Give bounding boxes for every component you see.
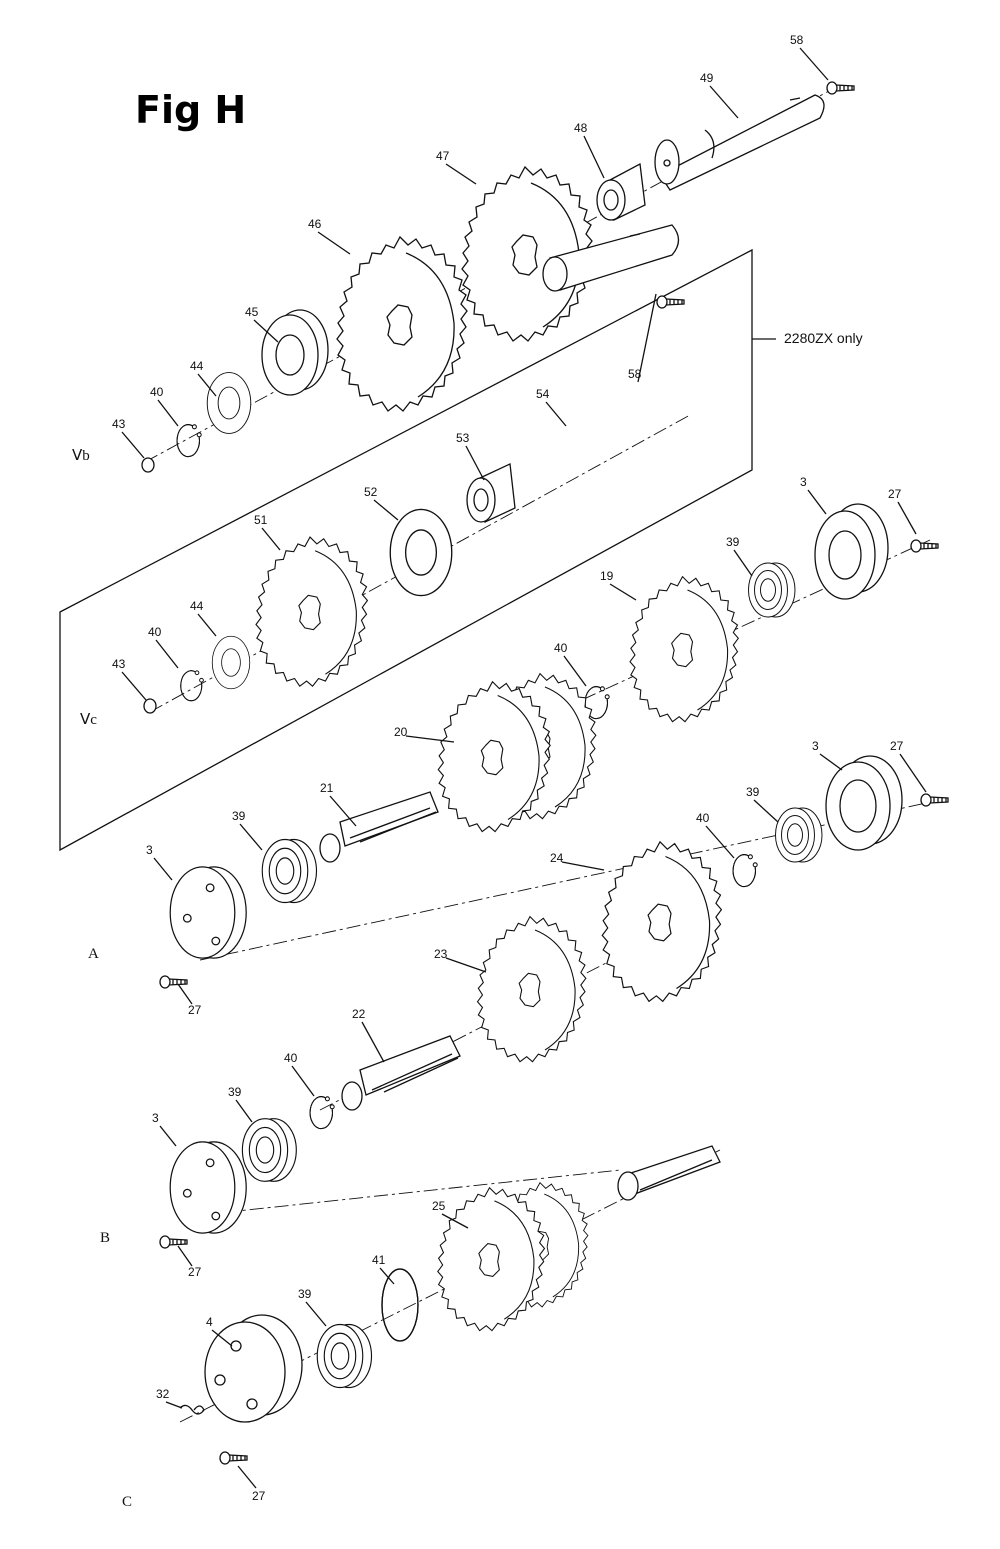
callout-32: 32 [156,1387,170,1401]
callout-40-b: 40 [284,1051,298,1065]
callout-3-vc: 3 [800,475,807,489]
part-3-flange [814,503,889,600]
row-label-b: B [100,1230,110,1246]
part-19-gear [629,576,739,723]
callout-27-c: 27 [252,1489,266,1503]
part-48-bushing [596,162,646,221]
part-39-bearing-a [261,838,318,904]
callout-46: 46 [308,217,322,231]
callout-54: 54 [536,387,550,401]
callout-58-vc: 58 [628,367,642,381]
part-24-gear [601,841,723,1002]
part-27-screw-a-right [920,793,949,807]
callout-21: 21 [320,781,334,795]
callout-39-a-right: 39 [746,785,760,799]
part-40-snap-ring [176,424,202,458]
axis-vc-right [559,539,931,711]
callout-39-vc: 39 [726,535,740,549]
callout-58-vb: 58 [790,33,804,47]
part-21-shaft [319,791,439,863]
model-note: 2280ZX only [784,330,863,346]
callouts: 58 49 48 47 46 45 44 40 43 58 54 53 52 5… [112,33,927,1503]
part-40-snap-ring-a [732,854,758,888]
part-43-pin-vc [143,698,157,714]
part-3-plate-a [169,866,247,959]
callout-40-vc: 40 [148,625,162,639]
callout-23: 23 [434,947,448,961]
part-25-cluster-gear [437,1182,589,1332]
callout-27-a: 27 [188,1003,202,1017]
part-52-spacer [389,508,453,597]
callout-51: 51 [254,513,268,527]
callout-44-vc: 44 [190,599,204,613]
callout-43-vb: 43 [112,417,126,431]
callout-3-a-right: 3 [812,739,819,753]
part-58-screw [826,81,855,95]
row-label-a: A [88,946,99,962]
part-39-bearing-c [316,1323,373,1389]
part-3-flange-a [825,755,903,851]
part-46-gear [336,236,468,412]
callout-48: 48 [574,121,588,135]
part-32-spring [179,1404,205,1415]
model-only-boundary [59,248,753,852]
part-3-plate-b [169,1141,247,1234]
callout-39-a: 39 [232,809,246,823]
callout-4: 4 [206,1315,213,1329]
part-27-screw [910,539,939,553]
part-27-screw-b [159,1235,188,1249]
callout-45: 45 [245,305,259,319]
part-shaft-c [617,1145,721,1201]
callout-24: 24 [550,851,564,865]
part-4-cover [204,1314,303,1423]
callout-44: 44 [190,359,204,373]
part-54-shaft [542,224,680,292]
callout-39-b: 39 [228,1085,242,1099]
callout-40-19: 40 [554,641,568,655]
part-27-screw-a [159,975,188,989]
row-label-vc: Ⅴc [80,712,97,728]
part-39-bearing [748,562,796,618]
part-40-snap-ring-b [309,1096,335,1130]
callout-47: 47 [436,149,450,163]
part-49-shaft [654,94,825,191]
callout-40-a: 40 [696,811,710,825]
part-23-gear [476,916,587,1063]
part-41-retaining-ring [381,1268,419,1342]
part-39-bearing-b [241,1118,297,1182]
callout-22: 22 [352,1007,366,1021]
part-43-pin [141,457,155,473]
callout-25: 25 [432,1199,446,1213]
figure-title: Fig H [135,88,246,132]
part-39-bearing-a-right [775,807,823,863]
callout-52: 52 [364,485,378,499]
part-22-shaft [341,1035,461,1111]
callout-3-b: 3 [152,1111,159,1125]
callout-19: 19 [600,569,614,583]
part-51-gear [255,536,368,687]
part-53-bushing [466,463,516,523]
callout-20: 20 [394,725,408,739]
part-44-washer [206,372,252,434]
row-label-c: C [122,1494,132,1510]
part-45-hub [261,309,329,396]
callout-3-a: 3 [146,843,153,857]
callout-27-b: 27 [188,1265,202,1279]
callout-39-c: 39 [298,1287,312,1301]
callout-27-vc: 27 [888,487,902,501]
part-20-cluster-gear [437,673,597,833]
part-58-screw-vc [656,295,685,309]
callout-40-vb: 40 [150,385,164,399]
callout-27-a-right: 27 [890,739,904,753]
part-27-screw-c [219,1451,248,1465]
part-40-snap-ring-vc [180,670,204,702]
row-label-vb: Ⅴb [72,448,90,464]
callout-41: 41 [372,1253,386,1267]
axis-b [199,1169,621,1216]
callout-53: 53 [456,431,470,445]
part-44-washer-vc [211,635,251,690]
callout-49: 49 [700,71,714,85]
callout-43-vc: 43 [112,657,126,671]
